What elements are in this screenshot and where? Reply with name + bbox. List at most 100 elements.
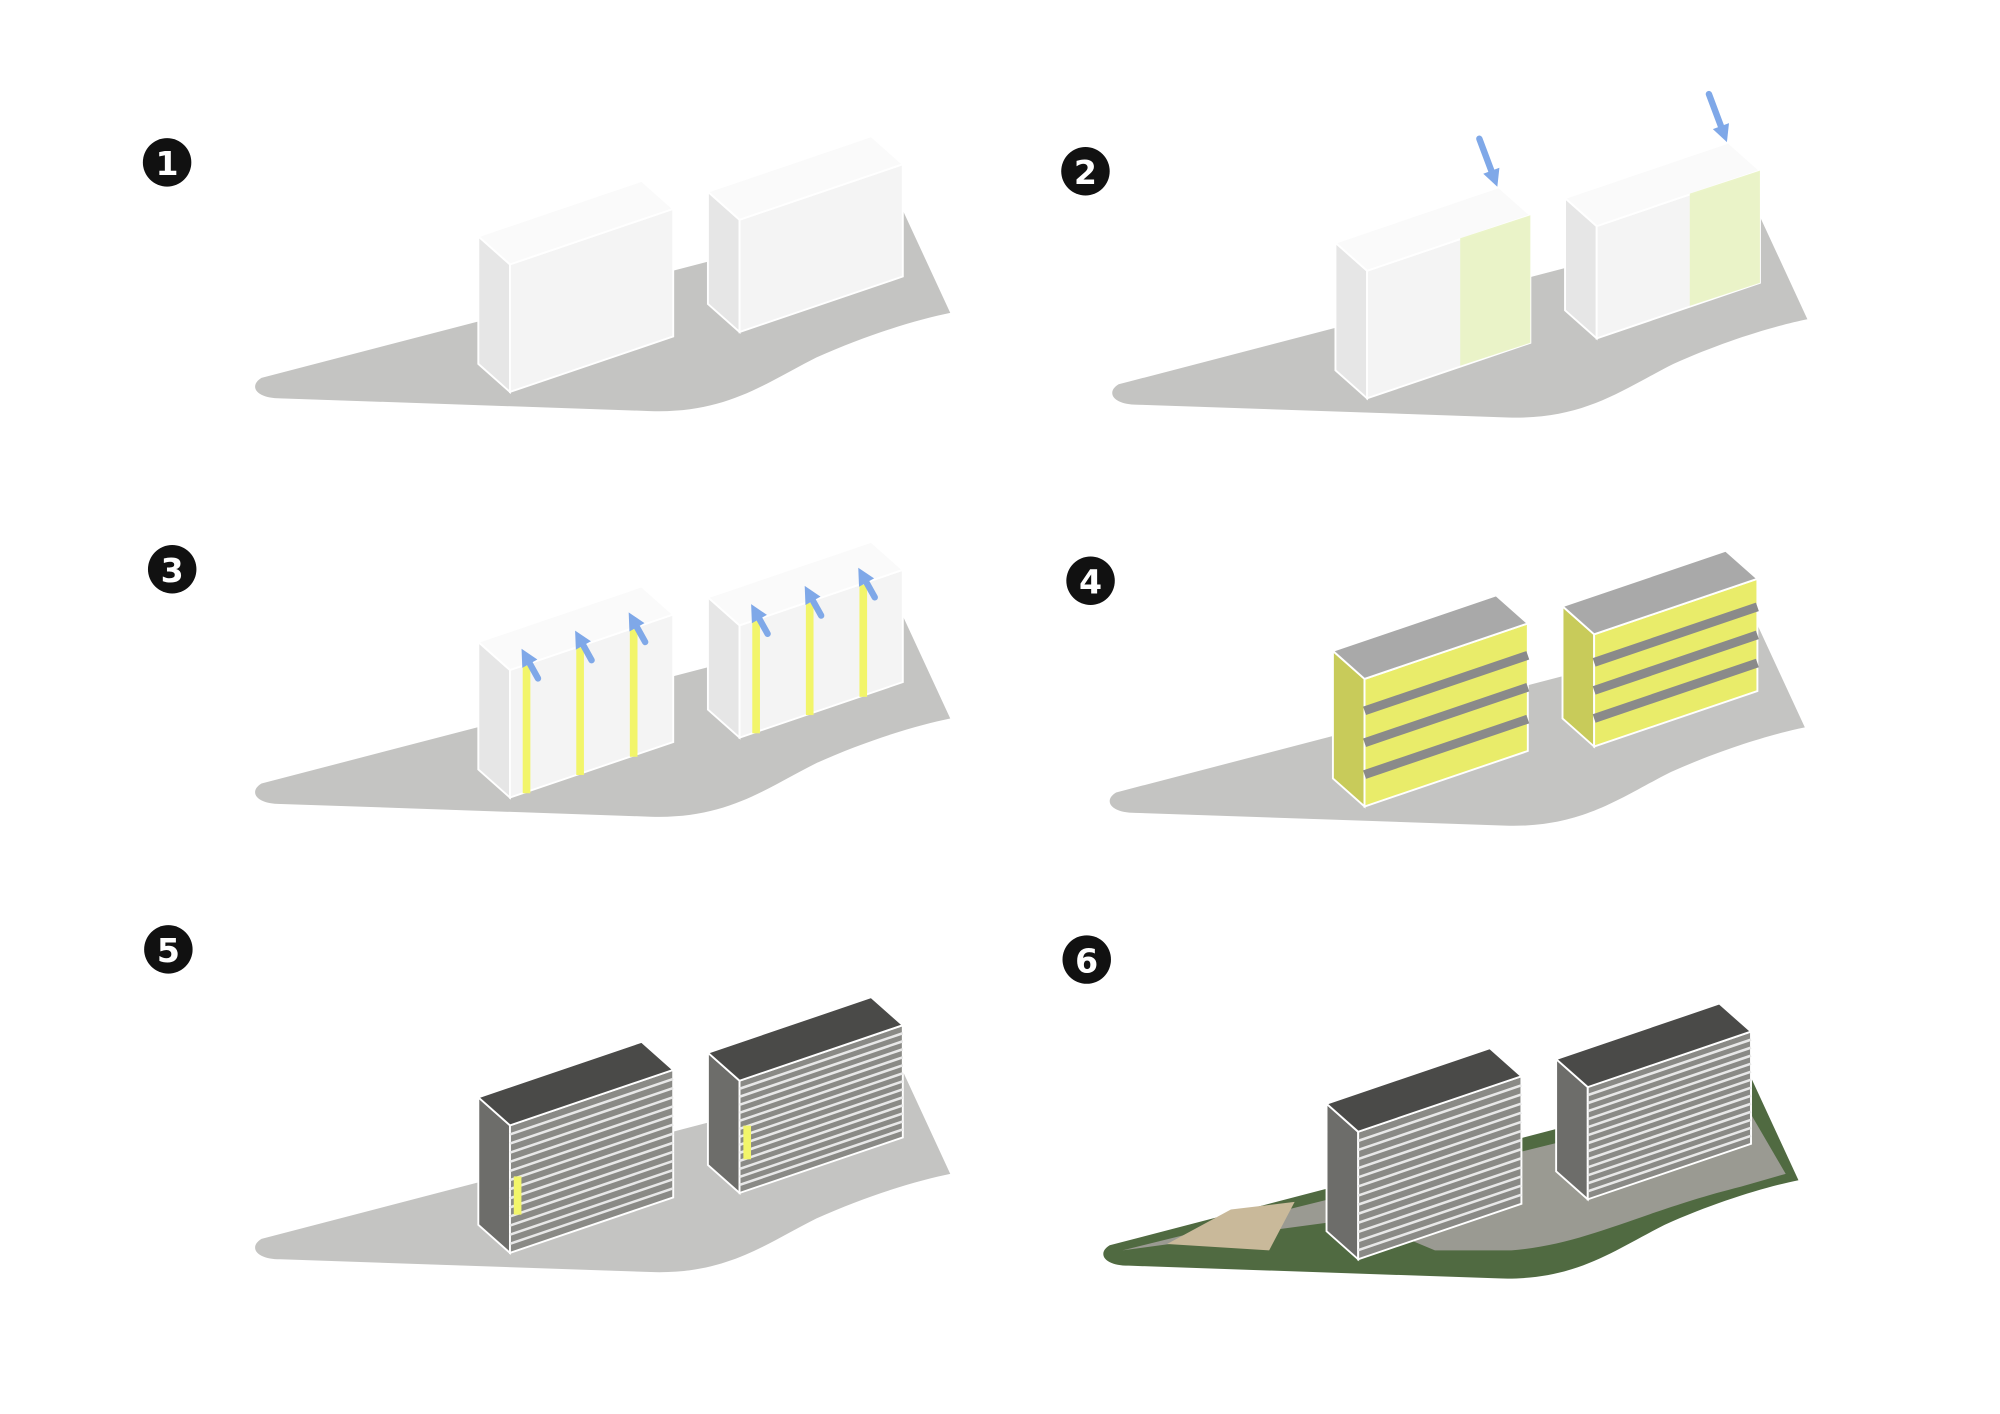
floor-band [1592, 658, 1759, 723]
floor-band [1363, 682, 1530, 747]
balcony-line [1587, 1110, 1752, 1169]
arrow-head [858, 567, 875, 587]
light-slot [576, 647, 584, 776]
step-badge-2: 2 [1061, 147, 1110, 196]
balcony-line [1587, 1078, 1752, 1137]
balcony-line [509, 1114, 674, 1173]
building-roof [1333, 186, 1533, 272]
step-panel-4 [1109, 549, 1805, 826]
step-number: 4 [1079, 562, 1102, 601]
balcony-line [1357, 1147, 1522, 1206]
balcony-line [509, 1168, 674, 1227]
step-panel-2 [1112, 90, 1808, 418]
balcony-line [509, 1159, 674, 1218]
balcony-line [509, 1187, 674, 1246]
building-a [476, 1040, 676, 1256]
balcony-line [1587, 1070, 1752, 1129]
step-panel-5 [255, 996, 951, 1273]
building-a [476, 585, 676, 800]
balcony-line [739, 1120, 904, 1179]
balcony-line [739, 1128, 904, 1187]
arrow-head [575, 630, 591, 650]
balcony-line [1587, 1126, 1752, 1185]
floor-band [1363, 651, 1530, 716]
building-b [1560, 549, 1760, 749]
building-roof [1563, 141, 1762, 228]
step-number: 2 [1074, 153, 1097, 192]
balcony-line [739, 1096, 904, 1155]
step-badge-1: 1 [142, 138, 192, 187]
step-badge-circle [1061, 147, 1110, 196]
balcony-line [1587, 1062, 1752, 1121]
step-panel-3 [255, 540, 951, 817]
balcony-line [1357, 1193, 1522, 1252]
balcony-line [509, 1150, 674, 1209]
building-roof [476, 585, 676, 672]
floor-band [1363, 714, 1530, 779]
balcony-line [739, 1104, 904, 1163]
step-badge-circle [1066, 556, 1115, 605]
arrow-head [628, 612, 645, 632]
balcony-line [1357, 1093, 1522, 1152]
balcony-line [1587, 1102, 1752, 1161]
step-badge-4: 4 [1066, 556, 1115, 605]
balcony-line [739, 1080, 904, 1139]
step-panel-6 [1103, 1002, 1799, 1279]
building-roof [476, 179, 676, 266]
balcony-line [739, 1056, 904, 1115]
building-roof [1554, 1002, 1753, 1089]
balcony-line [1357, 1129, 1522, 1188]
building-roof [1324, 1047, 1524, 1133]
balcony-line [1357, 1138, 1522, 1197]
recessed-volume [1460, 215, 1531, 366]
light-slot [805, 602, 814, 716]
balcony-line [1587, 1134, 1752, 1193]
arrow-head [1483, 167, 1500, 187]
balcony-line [739, 1032, 904, 1090]
balcony-line [1357, 1175, 1522, 1234]
balcony-line [1587, 1118, 1752, 1177]
accent-panel [513, 1176, 522, 1215]
balcony-line [509, 1132, 674, 1191]
building-a [1331, 594, 1530, 809]
balcony-line [509, 1123, 674, 1182]
building-roof [1560, 549, 1760, 636]
balcony-line [509, 1105, 674, 1164]
step-badge-circle [144, 925, 193, 974]
building-b [706, 540, 905, 740]
step-number: 5 [157, 931, 180, 970]
light-slot [629, 629, 638, 757]
balcony-line [1357, 1166, 1522, 1225]
balcony-line [739, 1072, 904, 1131]
building-b [1563, 141, 1762, 341]
balcony-line [509, 1095, 674, 1154]
balcony-line [1357, 1157, 1522, 1215]
step-badge-circle [142, 138, 192, 187]
balcony-line [1357, 1084, 1522, 1143]
balcony-line [509, 1141, 674, 1200]
step-badge-3: 3 [147, 545, 197, 594]
building-roof [706, 996, 905, 1082]
step-badge-circle [1062, 935, 1111, 984]
step-panel-1 [255, 135, 951, 412]
balcony-line [1357, 1184, 1522, 1243]
light-slot [752, 621, 760, 734]
step-badge-circle [147, 545, 197, 594]
arrow-head [521, 648, 538, 668]
building-b [706, 996, 905, 1196]
balcony-line [1587, 1046, 1752, 1105]
floor-band [1592, 630, 1759, 695]
step-number: 3 [161, 551, 184, 590]
balcony-line [1357, 1102, 1522, 1161]
step-number: 6 [1075, 941, 1098, 980]
arrow-head [751, 604, 767, 624]
step-badge-6: 6 [1062, 935, 1111, 984]
balcony-line [739, 1112, 904, 1171]
balcony-line [509, 1077, 674, 1136]
accent-panel [743, 1125, 752, 1160]
balcony-line [739, 1088, 904, 1147]
building-roof [706, 540, 905, 627]
balcony-line [509, 1086, 674, 1145]
plaza [1167, 1201, 1295, 1251]
